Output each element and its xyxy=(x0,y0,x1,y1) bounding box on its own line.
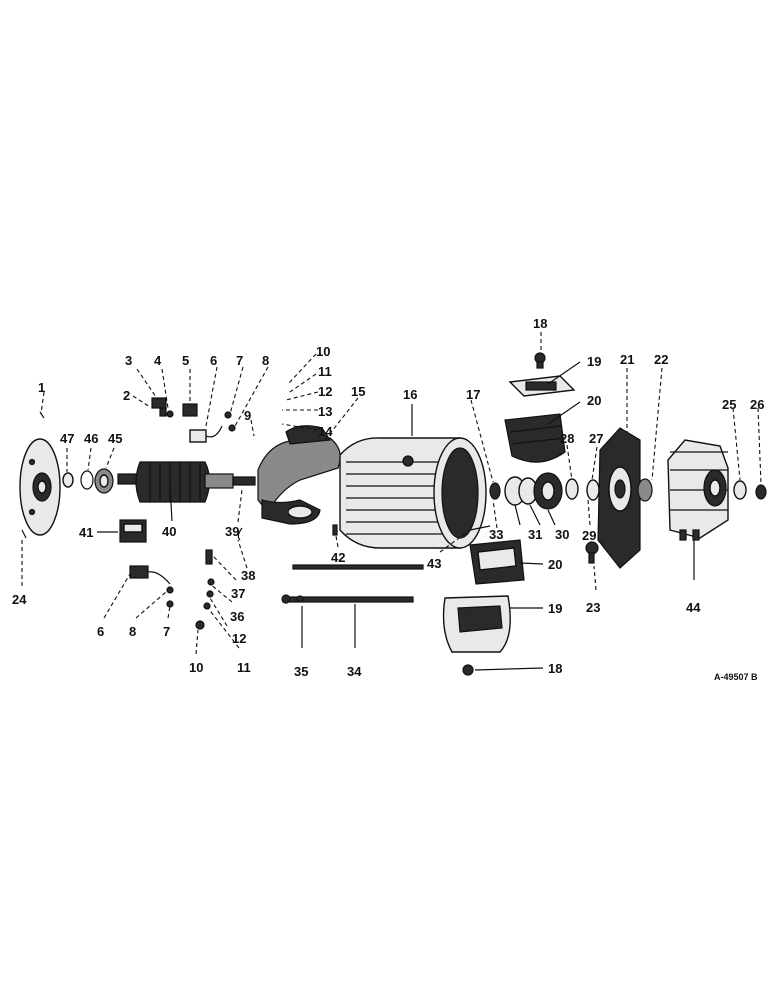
through-bolts xyxy=(281,564,424,604)
armature xyxy=(117,461,256,503)
field-coil xyxy=(257,425,341,525)
screw-43 xyxy=(469,525,491,531)
callout-10: 10 xyxy=(316,344,330,359)
callout-47: 47 xyxy=(60,431,74,446)
frame-housing xyxy=(339,437,487,549)
callout-9: 9 xyxy=(244,408,251,423)
callout-25: 25 xyxy=(722,397,736,412)
callout-1: 1 xyxy=(38,380,45,395)
callout-15: 15 xyxy=(351,384,365,399)
callout-43: 43 xyxy=(427,556,441,571)
callout-21: 21 xyxy=(620,352,634,367)
callout-10-bottom: 10 xyxy=(189,660,203,675)
callout-19-bottom: 19 xyxy=(548,601,562,616)
callout-37: 37 xyxy=(231,586,245,601)
callout-20-bottom: 20 xyxy=(548,557,562,572)
end-plate xyxy=(19,438,61,536)
drive-end-plate xyxy=(585,427,641,569)
pinion-housing xyxy=(667,439,729,541)
screw-24 xyxy=(21,529,27,539)
callout-12: 12 xyxy=(318,384,332,399)
callout-27: 27 xyxy=(589,431,603,446)
callout-33: 33 xyxy=(489,527,503,542)
callout-34: 34 xyxy=(347,664,362,679)
washers-45-47 xyxy=(62,468,114,494)
callout-12-bottom: 12 xyxy=(232,631,246,646)
bearing-stack xyxy=(489,472,600,510)
callout-14: 14 xyxy=(318,424,333,439)
reference-code: A-49507 B xyxy=(714,672,758,682)
callout-39: 39 xyxy=(225,524,239,539)
callout-6: 6 xyxy=(210,353,217,368)
callout-18-top: 18 xyxy=(533,316,547,331)
callout-6-bottom: 6 xyxy=(97,624,104,639)
callout-19-top: 19 xyxy=(587,354,601,369)
callout-45: 45 xyxy=(108,431,122,446)
callout-23: 23 xyxy=(586,600,600,615)
callout-8-bottom: 8 xyxy=(129,624,136,639)
bushing-22 xyxy=(637,478,653,502)
callout-36: 36 xyxy=(230,609,244,624)
callout-8: 8 xyxy=(262,353,269,368)
callout-4: 4 xyxy=(154,353,162,368)
callout-28: 28 xyxy=(560,431,574,446)
callout-31: 31 xyxy=(528,527,542,542)
screw-42 xyxy=(332,524,338,536)
callout-35: 35 xyxy=(294,664,308,679)
leader-lines xyxy=(21,332,762,671)
callout-20-top: 20 xyxy=(587,393,601,408)
callout-46: 46 xyxy=(84,431,98,446)
brush-block xyxy=(119,519,243,630)
callout-30: 30 xyxy=(555,527,569,542)
nut-26 xyxy=(755,484,767,500)
cover-band-top xyxy=(504,352,576,463)
callout-44: 44 xyxy=(686,600,701,615)
callout-16: 16 xyxy=(403,387,417,402)
callout-7-bottom: 7 xyxy=(163,624,170,639)
callout-7: 7 xyxy=(236,353,243,368)
callout-24: 24 xyxy=(12,592,27,607)
washer-25 xyxy=(733,480,747,500)
brush-holders xyxy=(151,397,236,443)
callout-40: 40 xyxy=(162,524,176,539)
callout-42: 42 xyxy=(331,550,345,565)
callout-26: 26 xyxy=(750,397,764,412)
callout-13: 13 xyxy=(318,404,332,419)
callout-3: 3 xyxy=(125,353,132,368)
callout-38: 38 xyxy=(241,568,255,583)
callout-11-bottom: 11 xyxy=(237,660,251,675)
callout-22: 22 xyxy=(654,352,668,367)
cover-band-bottom xyxy=(442,539,525,676)
callout-18-bottom: 18 xyxy=(548,661,562,676)
callout-5: 5 xyxy=(182,353,189,368)
callout-41: 41 xyxy=(79,525,93,540)
callout-17: 17 xyxy=(466,387,480,402)
callout-11: 11 xyxy=(318,364,332,379)
callout-29: 29 xyxy=(582,528,596,543)
callout-2: 2 xyxy=(123,388,130,403)
